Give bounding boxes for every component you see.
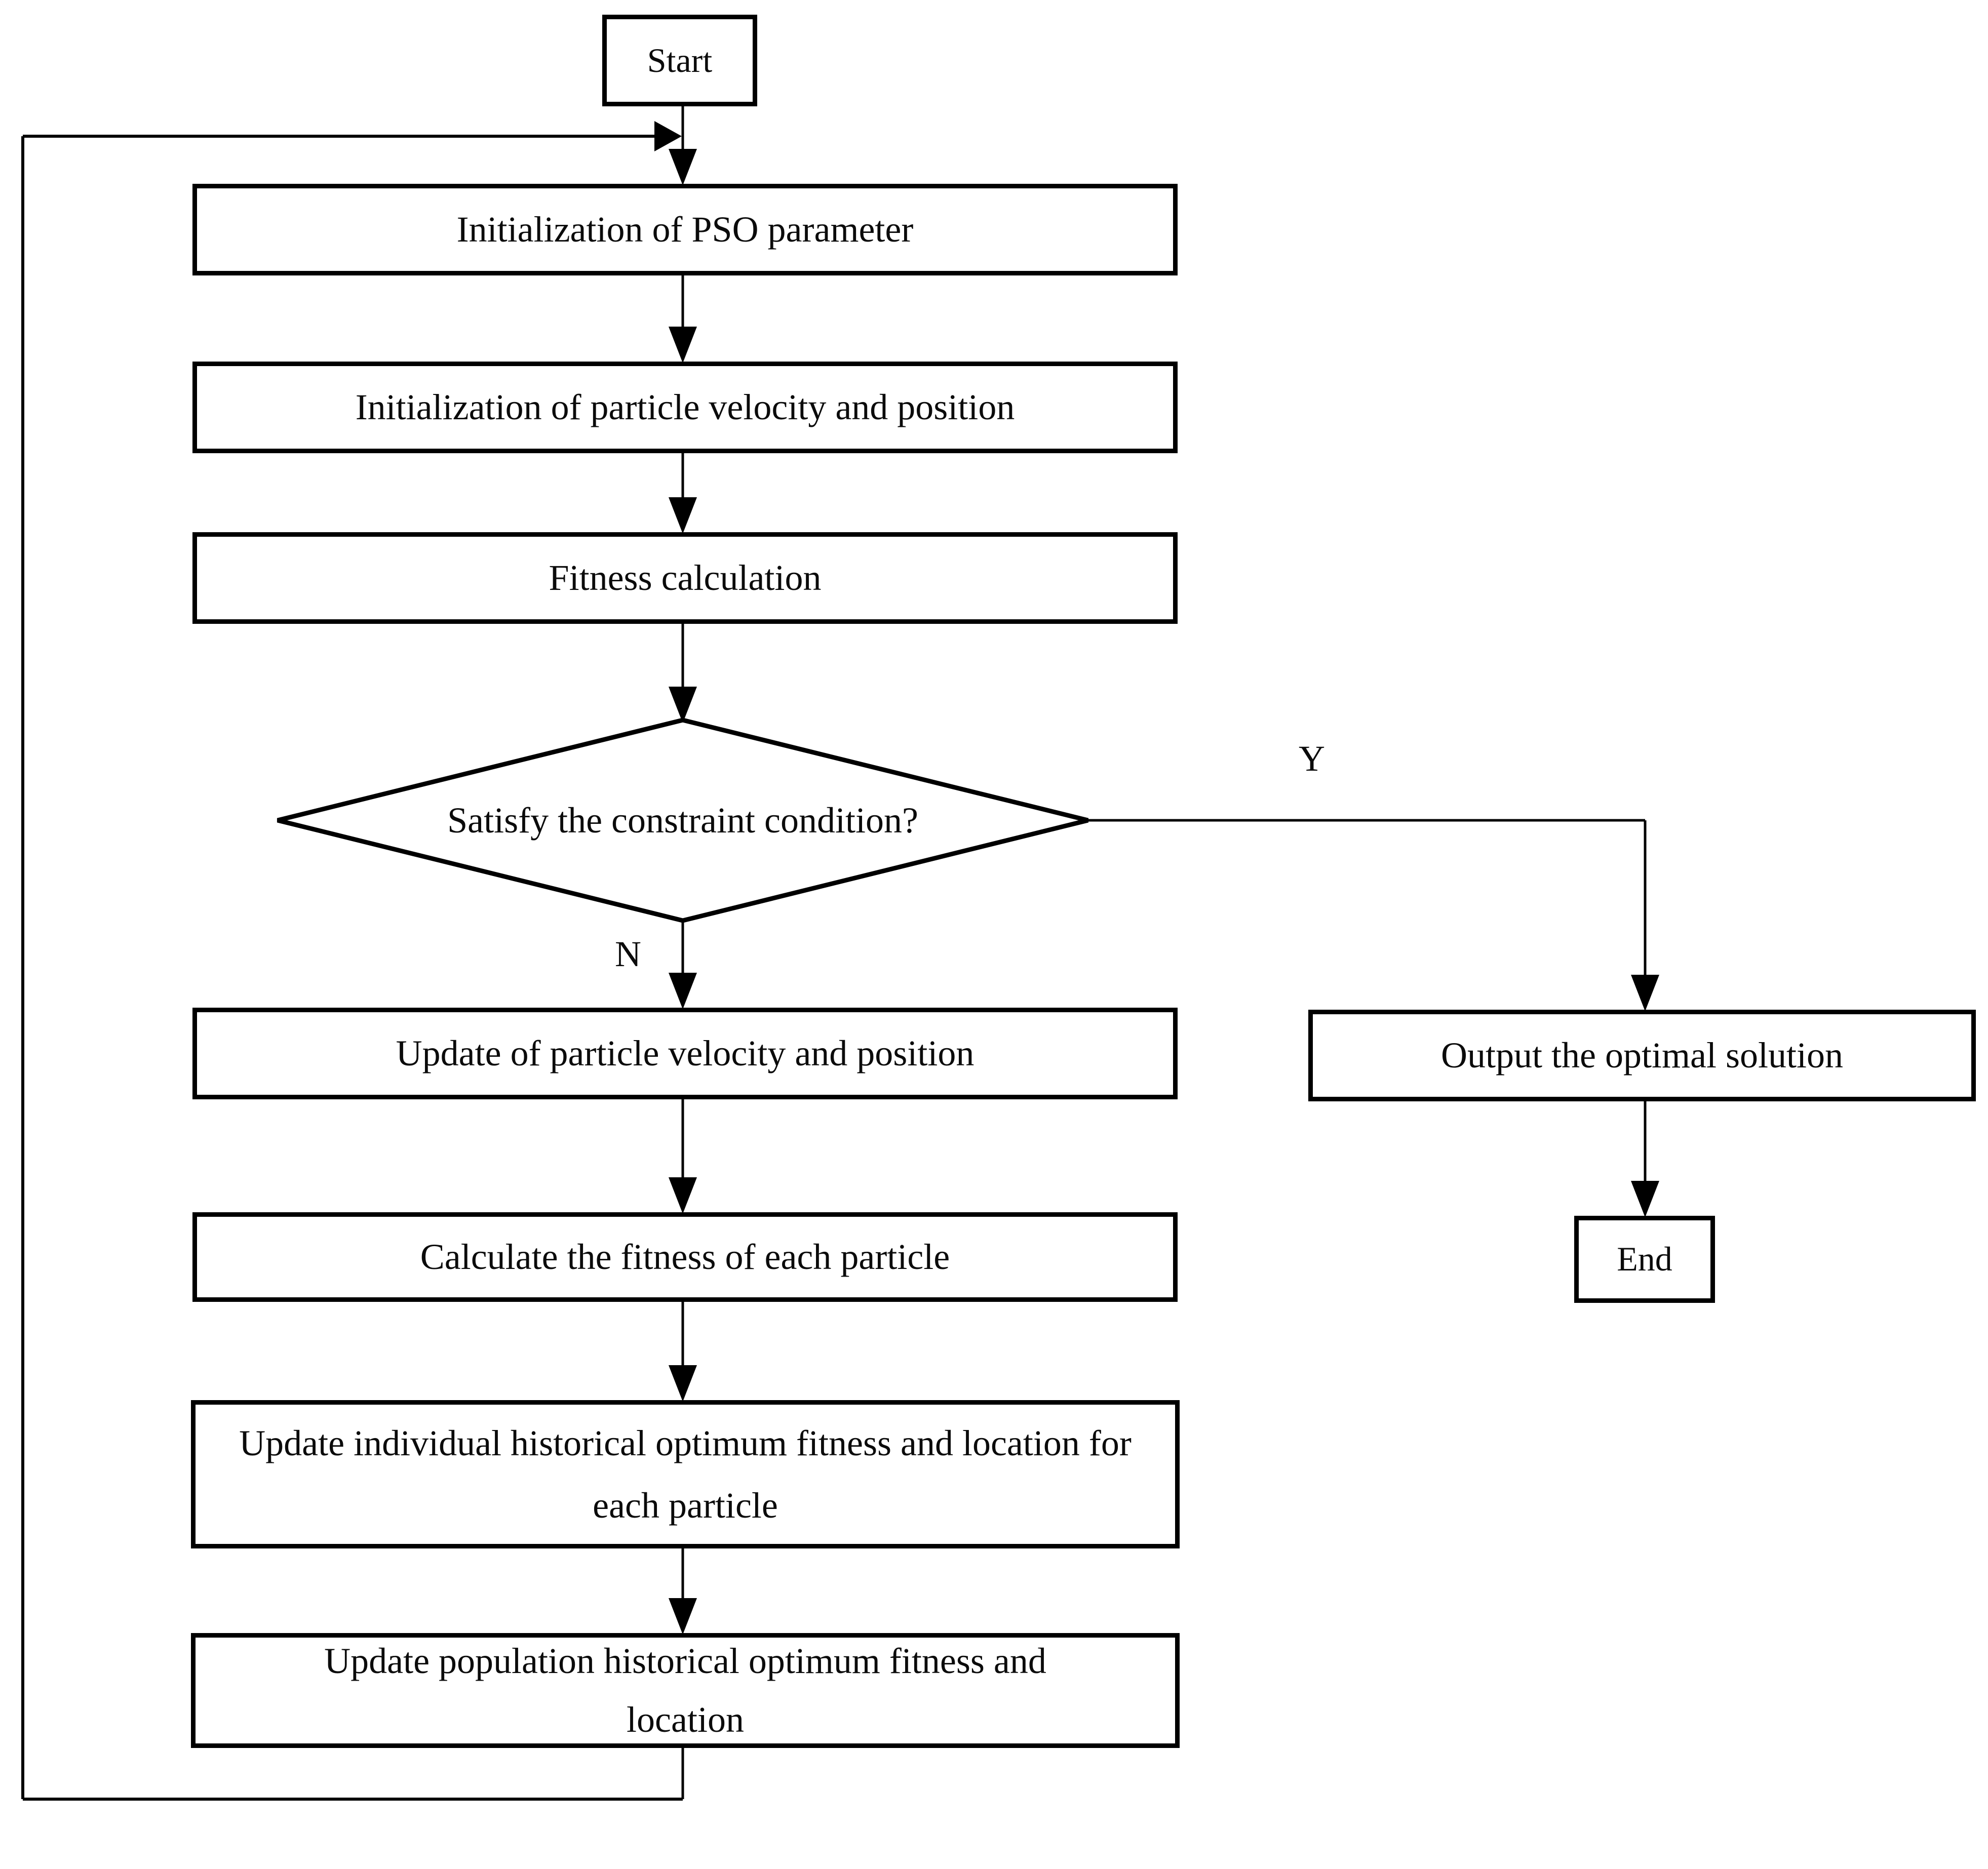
arrowhead-into-end	[1631, 1181, 1659, 1217]
node-update-particle-label: Update of particle velocity and position	[396, 1033, 974, 1074]
node-end: End	[1574, 1216, 1715, 1303]
edge-label-yes: Y	[1299, 738, 1325, 779]
node-update-population: Update population historical optimum fit…	[191, 1633, 1180, 1748]
node-output-solution: Output the optimal solution	[1308, 1010, 1976, 1101]
node-fitness-calculation: Fitness calculation	[192, 532, 1178, 624]
arrowhead-into-init-particle	[669, 327, 697, 363]
node-update-individual: Update individual historical optimum fit…	[191, 1400, 1180, 1548]
node-output-solution-label: Output the optimal solution	[1441, 1035, 1843, 1076]
arrowhead-into-fitness	[669, 497, 697, 534]
node-init-pso: Initialization of PSO parameter	[192, 184, 1178, 275]
node-start: Start	[602, 15, 757, 106]
arrowhead-into-update-population	[669, 1598, 697, 1635]
arrowhead-into-update-particle	[669, 973, 697, 1009]
node-init-particle: Initialization of particle velocity and …	[192, 362, 1178, 453]
arrowhead-into-decision	[669, 687, 697, 723]
node-calc-fitness: Calculate the fitness of each particle	[192, 1212, 1178, 1302]
arrowhead-into-output	[1631, 975, 1659, 1011]
node-update-particle: Update of particle velocity and position	[192, 1008, 1178, 1099]
node-update-population-label: Update population historical optimum fit…	[324, 1641, 1046, 1740]
node-update-individual-label: Update individual historical optimum fit…	[239, 1423, 1132, 1526]
node-calc-fitness-label: Calculate the fitness of each particle	[420, 1237, 950, 1278]
node-constraint-decision-label: Satisfy the constraint condition?	[447, 800, 918, 841]
arrowhead-into-update-individual	[669, 1365, 697, 1402]
node-fitness-calculation-label: Fitness calculation	[549, 558, 822, 599]
node-start-label: Start	[647, 41, 713, 79]
arrowhead-into-calc-fitness	[669, 1177, 697, 1214]
arrowhead-loop-merge	[654, 121, 682, 151]
arrowhead-into-init-pso	[669, 149, 697, 185]
node-end-label: End	[1617, 1240, 1672, 1279]
node-init-particle-label: Initialization of particle velocity and …	[355, 387, 1015, 428]
edge-label-no: N	[615, 934, 641, 974]
node-constraint-decision: Satisfy the constraint condition?	[404, 740, 961, 900]
node-init-pso-label: Initialization of PSO parameter	[456, 209, 914, 250]
